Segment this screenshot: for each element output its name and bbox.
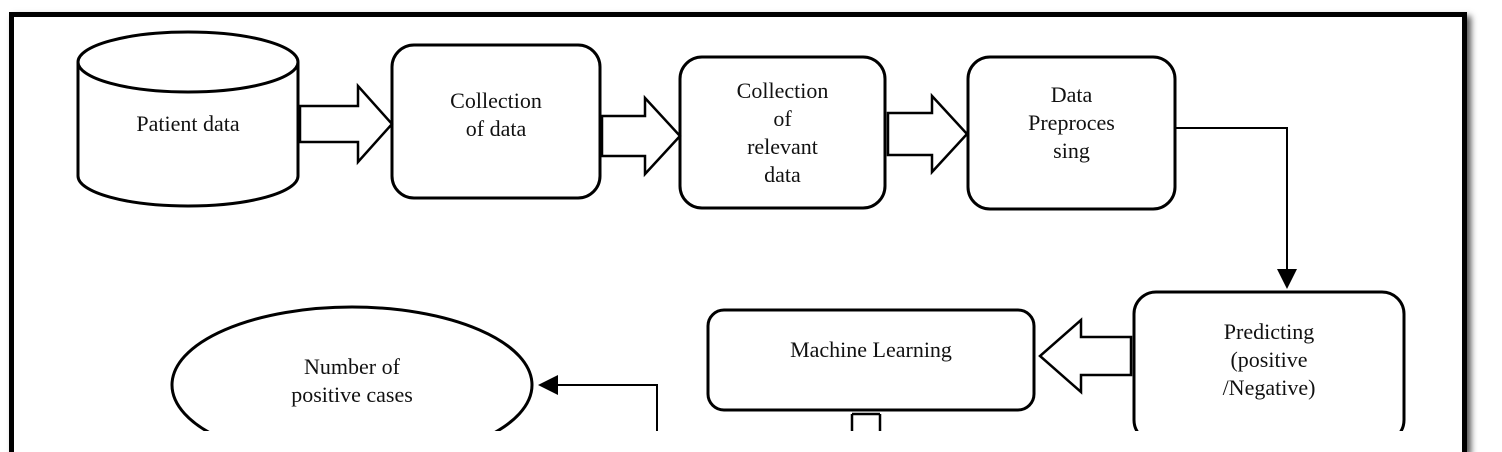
machine-learning-label: Machine Learning	[790, 337, 952, 362]
block-arrow-1	[298, 82, 394, 166]
collection-relevant-box	[678, 55, 887, 210]
line-arrow-to-positive-cases	[538, 375, 658, 431]
block-arrow-4	[1038, 317, 1133, 395]
collection-of-data-box	[390, 43, 602, 200]
positive-cases-label: Number of positive cases	[291, 354, 413, 407]
data-preprocessing-box	[966, 55, 1177, 211]
patient-data-label: Patient data	[136, 111, 240, 136]
patient-data-cylinder	[76, 30, 300, 208]
diagram-frame	[9, 12, 1467, 452]
data-preprocessing-label: Data Preproces sing	[1028, 82, 1115, 163]
block-arrow-3	[886, 92, 969, 176]
positive-cases-ellipse	[170, 305, 534, 431]
flowchart-shapes	[76, 30, 1406, 431]
collection-relevant-label: Collection of relevant data	[736, 77, 829, 187]
machine-learning-box	[706, 308, 1036, 412]
block-arrow-down	[850, 412, 882, 431]
flowchart-diagram: Patient data Collection of data Collecti…	[9, 12, 1467, 452]
predicting-label: Predicting (positive /Negative)	[1222, 319, 1316, 400]
predicting-box	[1132, 290, 1406, 431]
block-arrow-2	[600, 94, 682, 178]
line-arrow-preprocessing-to-predicting	[1176, 127, 1297, 289]
collection-of-data-label: Collection of data	[450, 88, 542, 141]
